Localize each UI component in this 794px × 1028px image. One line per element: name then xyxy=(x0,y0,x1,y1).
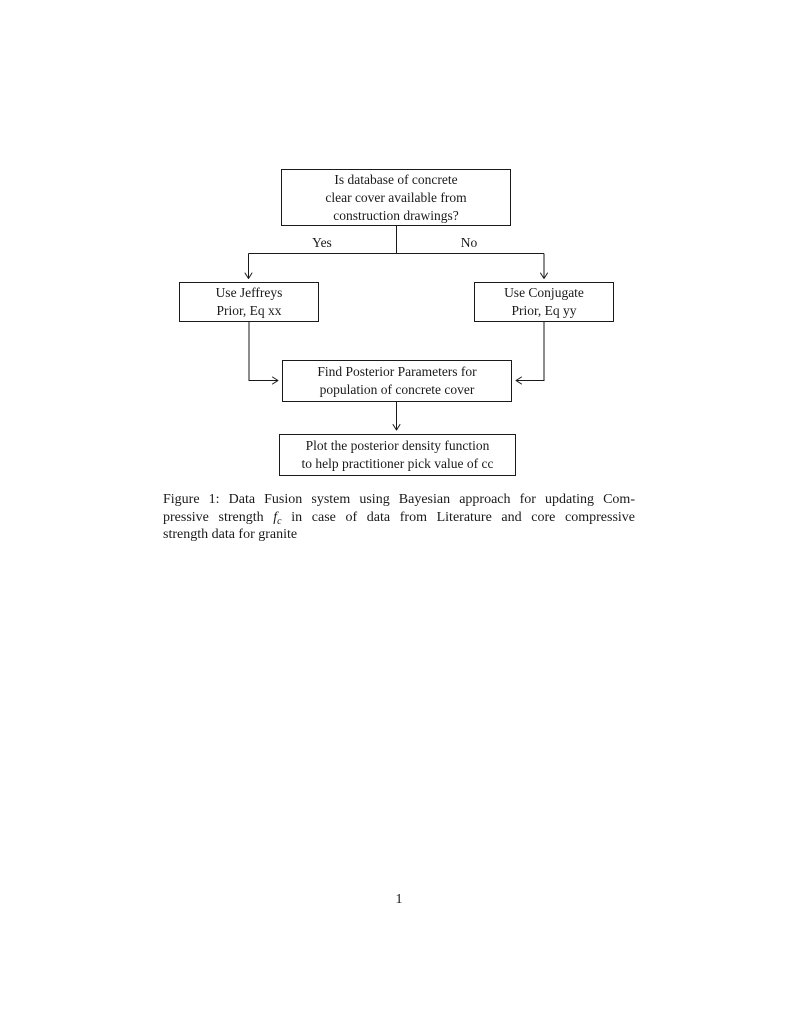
flowchart-box-find-posterior: Find Posterior Parameters for population… xyxy=(282,360,512,402)
edge-jeffreys-to-posterior xyxy=(248,322,279,385)
flowchart-box-jeffreys-prior: Use Jeffreys Prior, Eq xx xyxy=(179,282,319,322)
flowchart-box-plot-density: Plot the posterior density function to h… xyxy=(279,434,516,476)
figure-caption: Figure 1: Data Fusion system using Bayes… xyxy=(163,491,635,544)
math-subscript-c: c xyxy=(277,515,282,527)
flowchart-box-question: Is database of concrete clear cover avai… xyxy=(281,169,511,226)
question-line-1: Is database of concrete xyxy=(334,171,458,187)
branch-label-no: No xyxy=(460,235,478,250)
jeffreys-line-2: Prior, Eq xx xyxy=(216,303,282,318)
page-number: 1 xyxy=(395,892,403,907)
jeffreys-line-1: Use Jeffreys xyxy=(215,285,283,300)
plot-line-2: to help practitioner pick value of cc xyxy=(301,456,494,471)
math-fc: fc xyxy=(273,509,282,527)
question-line-3: construction drawings? xyxy=(333,207,459,223)
math-variable-f: f xyxy=(273,509,278,525)
posterior-line-2: population of concrete cover xyxy=(319,382,475,397)
conjugate-line-2: Prior, Eq yy xyxy=(511,303,577,318)
flowchart-box-conjugate-prior: Use Conjugate Prior, Eq yy xyxy=(474,282,614,322)
caption-line-1: Figure 1: Data Fusion system using Bayes… xyxy=(163,492,635,507)
plot-line-1: Plot the posterior density function xyxy=(305,438,490,453)
caption-line-2: pressive strength fc in case of data fro… xyxy=(163,509,635,527)
branch-label-yes: Yes xyxy=(312,235,332,250)
edge-conjugate-to-posterior xyxy=(515,322,545,385)
caption-line-3: strength data for granite xyxy=(163,527,298,542)
question-line-2: clear cover available from xyxy=(325,189,467,205)
posterior-line-1: Find Posterior Parameters for xyxy=(317,364,477,379)
caption-line-2-before-math: pressive strength xyxy=(163,509,264,525)
caption-line-2-after-math: in case of data from Literature and core… xyxy=(291,509,635,525)
conjugate-line-1: Use Conjugate xyxy=(504,285,584,300)
